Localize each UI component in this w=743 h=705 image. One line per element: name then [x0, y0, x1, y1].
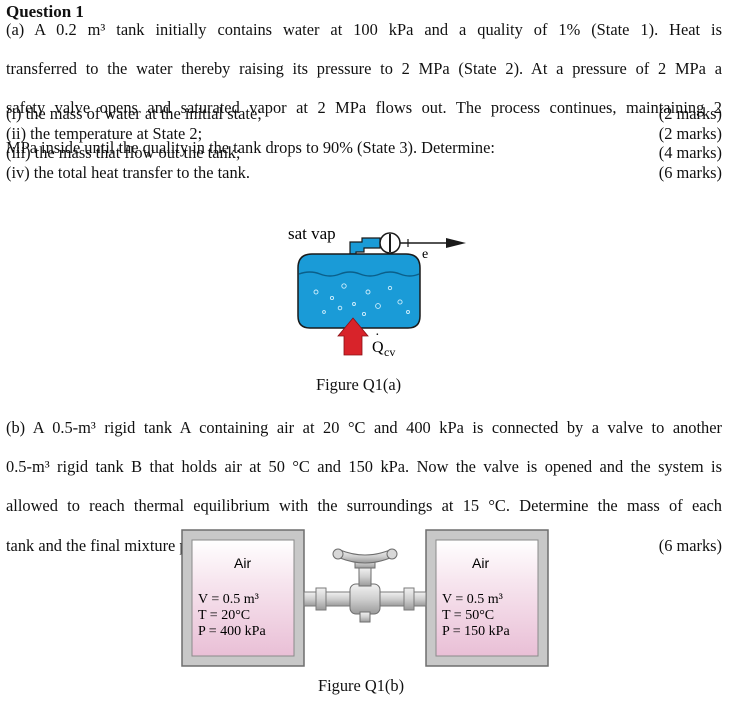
- water-tank: [297, 253, 421, 329]
- part-b-last-line: tank and the final mixture pressure. (6 …: [6, 536, 722, 556]
- part-a-line: safety valve opens and saturated vapor a…: [6, 98, 722, 118]
- tank-b: [435, 539, 539, 657]
- heat-arrow-icon: [337, 317, 369, 356]
- figure-a-caption: Figure Q1(a): [316, 375, 402, 394]
- valve-icon: [332, 548, 398, 623]
- subpart-text: (iii) the mass that flow out the tank;: [6, 143, 241, 163]
- subpart-text: (ii) the temperature at State 2;: [6, 123, 203, 143]
- subpart-item: (iv) the total heat transfer to the tank…: [6, 163, 722, 183]
- part-a-line: MPa inside until the quality in the tank…: [6, 137, 495, 157]
- question-title: Question 1: [6, 2, 84, 21]
- subpart-marks: (6 marks): [658, 162, 722, 182]
- part-b-marks: (6 marks): [658, 535, 722, 555]
- subpart-marks: (4 marks): [658, 143, 722, 163]
- subpart-item: (i) the mass of water at the initial sta…: [6, 104, 722, 124]
- heat-dot: ·: [375, 328, 380, 343]
- part-b-final-text: tank and the final mixture pressure.: [6, 535, 239, 555]
- heat-subscript: cv: [384, 345, 395, 359]
- outlet-pipe: [349, 237, 381, 255]
- figure-q1b: Air V = 0.5 m³ T = 20°C P = 400 kPa Air …: [181, 529, 549, 667]
- tank-a-volume: V = 0.5 m³: [198, 592, 259, 607]
- subpart-text: (i) the mass of water at the initial sta…: [6, 104, 262, 123]
- exit-label: e: [422, 247, 428, 262]
- sat-vap-label: sat vap: [288, 224, 336, 243]
- tank-b-volume: V = 0.5 m³: [442, 592, 503, 607]
- subpart-marks: (2 marks): [658, 104, 722, 123]
- subpart-text: (iv) the total heat transfer to the tank…: [6, 162, 250, 182]
- subpart-list: (i) the mass of water at the initial sta…: [6, 104, 722, 182]
- subpart-item: (ii) the temperature at State 2; (2 mark…: [6, 124, 722, 144]
- figure-q1a: e sat vap Q · cv: [288, 224, 466, 359]
- subpart-marks: (2 marks): [658, 123, 722, 143]
- part-b-text: (b) A 0.5-m³ rigid tank A containing air…: [6, 418, 722, 555]
- figure-b-caption: Figure Q1(b): [318, 676, 405, 695]
- part-a-text: (a) A 0.2 m³ tank initially contains wat…: [6, 20, 722, 157]
- tank-b-temperature: T = 50°C: [442, 608, 494, 623]
- part-b-line: allowed to reach thermal equilibrium wit…: [6, 496, 722, 516]
- part-a-line: transferred to the water thereby raising…: [6, 59, 722, 79]
- tank-b-title: Air: [472, 555, 489, 571]
- part-a-line: (a) A 0.2 m³ tank initially contains wat…: [6, 20, 722, 39]
- subpart-item: (iii) the mass that flow out the tank; (…: [6, 143, 722, 163]
- tank-a: [191, 539, 295, 657]
- tank-a-temperature: T = 20°C: [198, 608, 250, 623]
- part-b-line: (b) A 0.5-m³ rigid tank A containing air…: [6, 418, 722, 437]
- part-b-line: 0.5-m³ rigid tank B that holds air at 50…: [6, 457, 722, 477]
- tank-a-title: Air: [234, 555, 251, 571]
- heat-label: Q: [372, 339, 384, 356]
- bubbles: [313, 283, 410, 317]
- liquid-surface: [298, 271, 420, 277]
- exit-arrow-icon: [446, 238, 466, 248]
- tank-a-pressure: P = 400 kPa: [198, 624, 266, 639]
- tank-b-pressure: P = 150 kPa: [442, 624, 510, 639]
